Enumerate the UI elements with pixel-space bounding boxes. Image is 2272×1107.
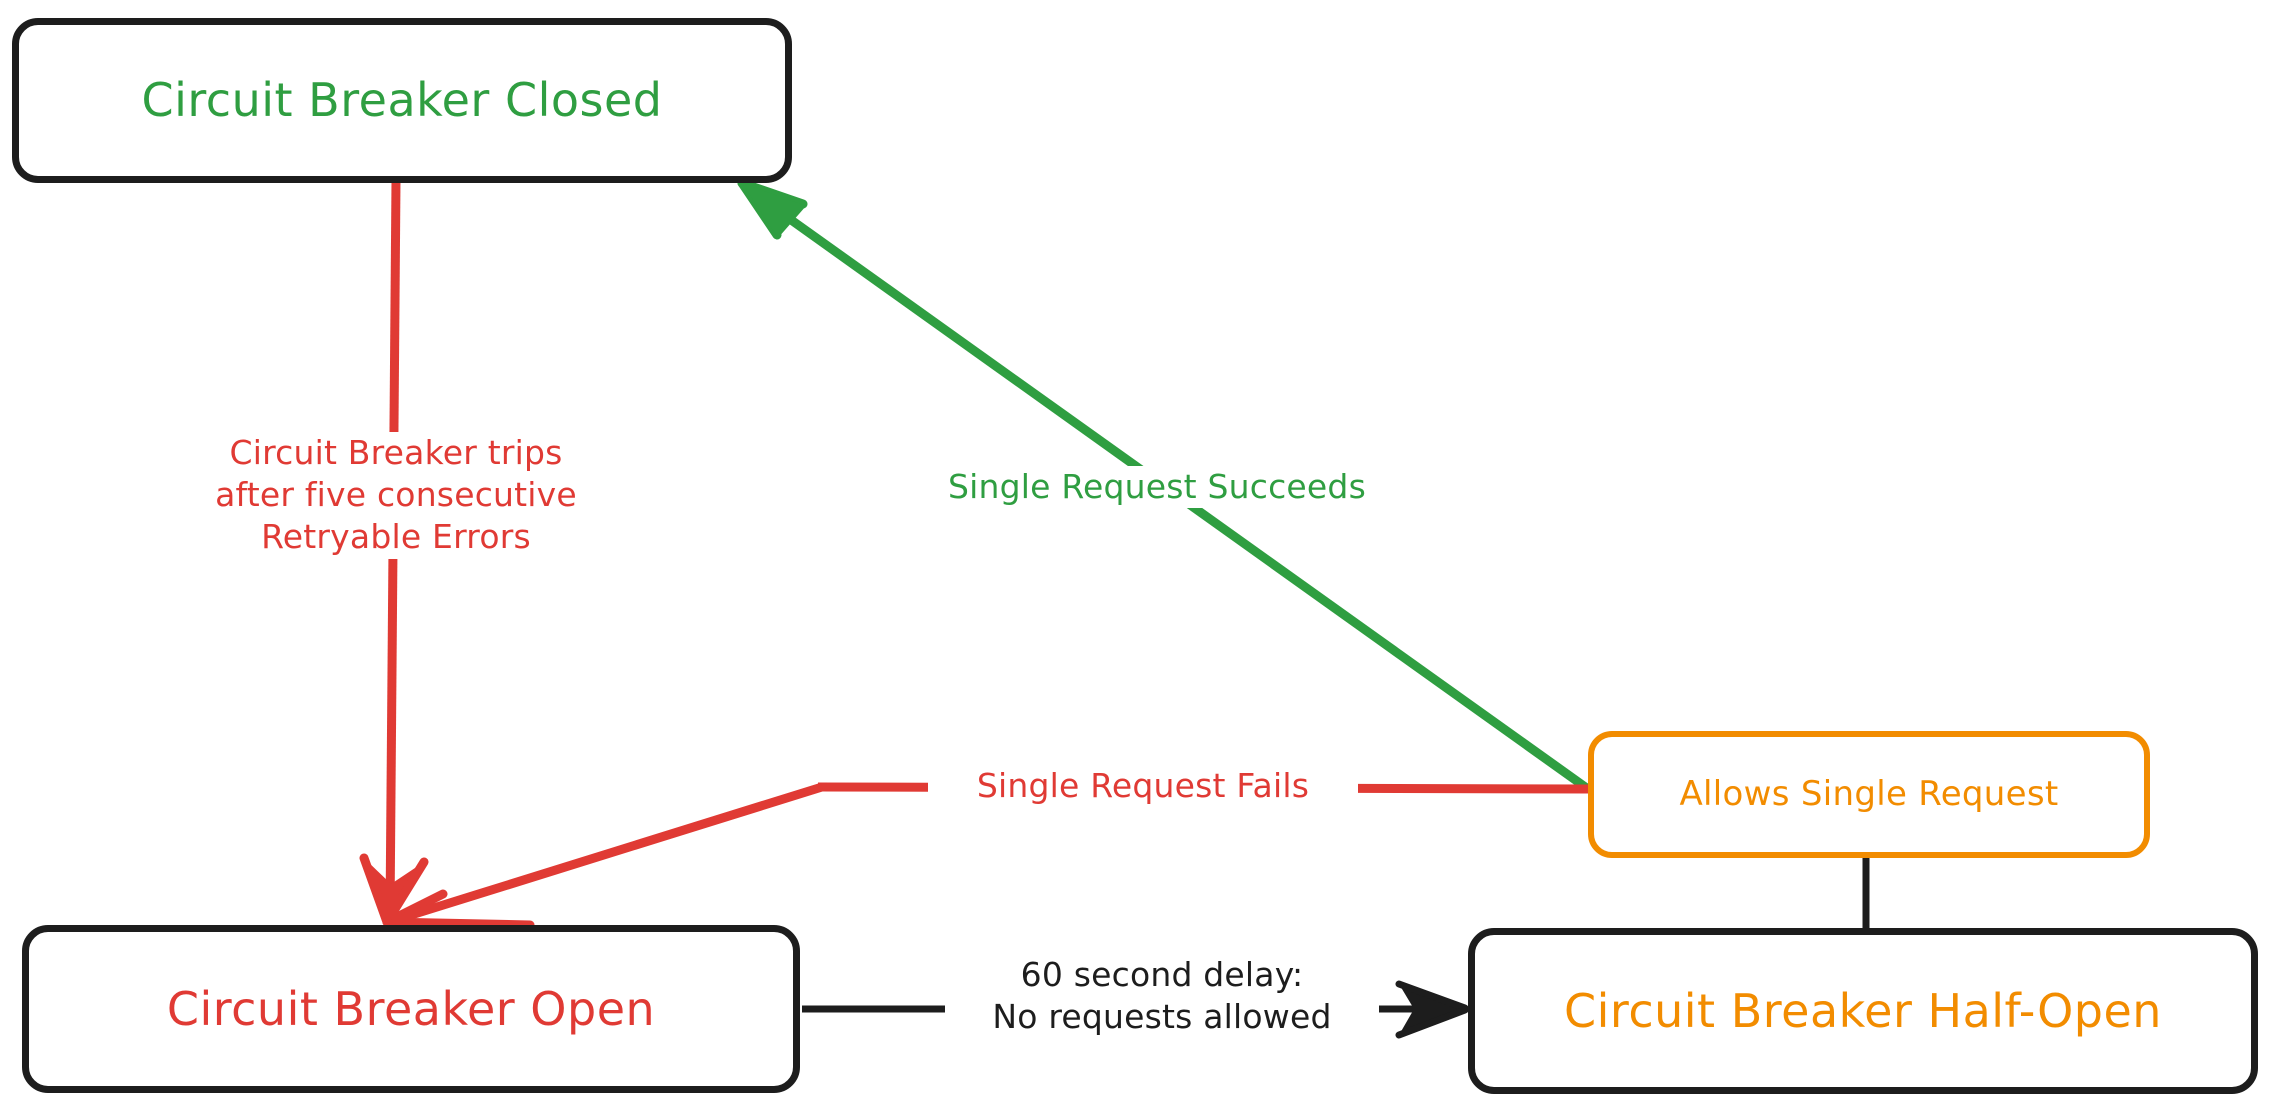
edge-label-open-to-half-open-line-1: 60 second delay: xyxy=(1020,955,1304,994)
edge-label-closed-to-open-line-2: after five consecutive xyxy=(215,475,577,515)
node-circuit-breaker-half-open[interactable]: Circuit Breaker Half-Open xyxy=(1468,928,2258,1094)
edge-label-half-open-to-closed: Single Request Succeeds xyxy=(907,466,1407,509)
node-circuit-breaker-closed-label: Circuit Breaker Closed xyxy=(141,73,663,128)
edge-label-closed-to-open-line-3: Retryable Errors xyxy=(261,517,531,557)
node-allows-single-request-label: Allows Single Request xyxy=(1679,773,2059,814)
edge-label-half-open-to-open-line-1: Single Request Fails xyxy=(976,766,1310,805)
node-circuit-breaker-open-label: Circuit Breaker Open xyxy=(166,981,656,1036)
edge-label-open-to-half-open: 60 second delay: No requests allowed xyxy=(945,954,1379,1039)
node-allows-single-request[interactable]: Allows Single Request xyxy=(1588,731,2150,858)
edge-label-closed-to-open-line-1: Circuit Breaker trips xyxy=(229,433,563,472)
node-circuit-breaker-half-open-label: Circuit Breaker Half-Open xyxy=(1564,983,2162,1038)
edge-label-open-to-half-open-line-2: No requests allowed xyxy=(992,997,1332,1037)
edge-label-closed-to-open: Circuit Breaker trips after five consecu… xyxy=(146,432,646,559)
node-circuit-breaker-closed[interactable]: Circuit Breaker Closed xyxy=(12,18,792,183)
node-circuit-breaker-open[interactable]: Circuit Breaker Open xyxy=(22,925,800,1093)
edge-label-half-open-to-closed-line-1: Single Request Succeeds xyxy=(948,467,1366,506)
edge-label-half-open-to-open: Single Request Fails xyxy=(928,765,1358,808)
